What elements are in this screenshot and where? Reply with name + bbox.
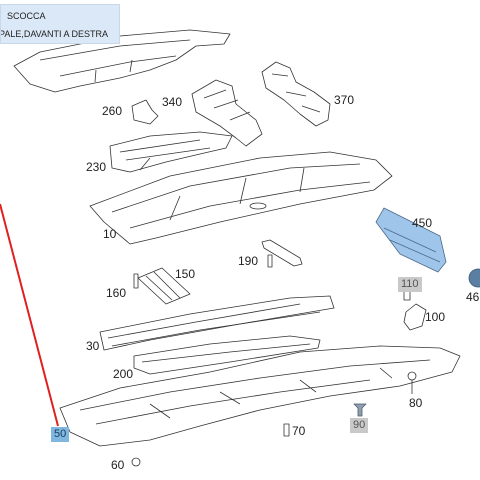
header-line-1: SCOCCA: [7, 11, 46, 21]
part-260-bracket[interactable]: [131, 99, 159, 125]
callout-260[interactable]: 260: [102, 104, 123, 118]
part-80-stud[interactable]: [407, 371, 417, 381]
callout-90[interactable]: 90: [350, 418, 369, 433]
callout-100[interactable]: 100: [425, 310, 446, 324]
callout-80[interactable]: 80: [409, 396, 423, 410]
callout-370[interactable]: 370: [334, 93, 355, 107]
part-cowl-crossmember[interactable]: [13, 29, 231, 93]
part-230-side-panel[interactable]: [109, 131, 233, 173]
callout-200[interactable]: 200: [113, 367, 134, 381]
part-460-plug[interactable]: [468, 268, 480, 288]
part-30-sill[interactable]: [99, 295, 335, 351]
part-100-bracket[interactable]: [403, 303, 427, 331]
part-60-clip[interactable]: [131, 457, 141, 467]
part-190-screw[interactable]: [267, 254, 273, 268]
part-340-rail[interactable]: [191, 79, 263, 147]
callout-340[interactable]: 340: [162, 95, 183, 109]
header-box: SCOCCA PALE,DAVANTI A DESTRA: [0, 4, 120, 44]
part-90-pin[interactable]: [353, 403, 367, 417]
callout-10[interactable]: 10: [103, 227, 117, 241]
callout-160[interactable]: 160: [106, 286, 127, 300]
part-190-bracket[interactable]: [261, 239, 303, 267]
callout-30[interactable]: 30: [86, 339, 100, 353]
callout-450[interactable]: 450: [412, 216, 433, 230]
leader-line: [0, 203, 59, 427]
callout-60[interactable]: 60: [111, 458, 125, 472]
callout-150[interactable]: 150: [175, 267, 196, 281]
callout-70[interactable]: 70: [292, 424, 306, 438]
part-160-screw[interactable]: [133, 273, 139, 289]
callout-230[interactable]: 230: [86, 160, 107, 174]
part-200-inner-sill[interactable]: [133, 335, 321, 375]
part-450-highlighted-bracket[interactable]: [375, 207, 447, 273]
callout-460[interactable]: 46: [466, 290, 480, 304]
callout-190[interactable]: 190: [238, 254, 259, 268]
part-70-screw[interactable]: [283, 423, 290, 437]
header-line-2: PALE,DAVANTI A DESTRA: [0, 29, 109, 39]
callout-50[interactable]: 50: [51, 427, 70, 442]
part-50-underbody-floor[interactable]: [59, 345, 461, 447]
callout-110[interactable]: 110: [398, 277, 422, 292]
